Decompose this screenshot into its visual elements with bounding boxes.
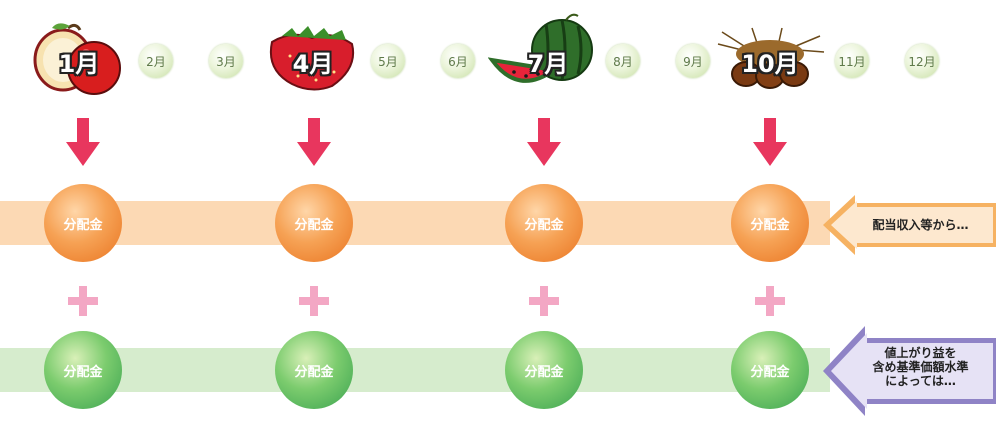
month-10: 10月: [741, 50, 799, 78]
month-6: 6月: [441, 44, 475, 78]
bottom-source-label-line2: 含め基準価額水準: [872, 360, 969, 374]
distribution-coin-green: 分配金: [505, 331, 583, 409]
bottom-source-label-line3: によっては…: [885, 374, 956, 388]
distribution-coin-orange: 分配金: [731, 184, 809, 262]
distribution-coin-green: 分配金: [275, 331, 353, 409]
month-7: 7月: [527, 50, 569, 78]
month-8: 8月: [606, 44, 640, 78]
plus-icon: [299, 286, 329, 316]
down-arrow-icon: [753, 118, 787, 166]
green-band: [0, 348, 830, 392]
apple-icon: [33, 23, 121, 95]
distribution-coin-orange: 分配金: [44, 184, 122, 262]
chestnut-icon: [717, 27, 825, 89]
month-2: 2月: [139, 44, 173, 78]
plus-icon: [529, 286, 559, 316]
plus-icon: [68, 286, 98, 316]
month-12: 12月: [905, 44, 939, 78]
down-arrow-icon: [527, 118, 561, 166]
down-arrow-icon: [297, 118, 331, 166]
distribution-coin-green: 分配金: [731, 331, 809, 409]
distribution-coin-orange: 分配金: [505, 184, 583, 262]
bottom-source-label-line1: 値上がり益を: [884, 346, 957, 360]
watermelon-icon: [488, 13, 593, 83]
orange-band: [0, 201, 830, 245]
plus-icon: [755, 286, 785, 316]
top-source-label: 配当収入等から…: [872, 218, 969, 232]
distribution-coin-orange: 分配金: [275, 184, 353, 262]
month-3: 3月: [209, 44, 243, 78]
bottom-source-label: 値上がり益を 含め基準価額水準 によっては…: [848, 346, 993, 388]
down-arrow-icon: [66, 118, 100, 166]
month-4: 4月: [292, 50, 334, 78]
month-11: 11月: [835, 44, 869, 78]
month-9: 9月: [676, 44, 710, 78]
distribution-coin-green: 分配金: [44, 331, 122, 409]
left-arrow-orange-icon: [823, 195, 996, 255]
left-arrow-purple-icon: [823, 326, 996, 416]
strawberry-icon: [270, 26, 354, 91]
month-1: 1月: [58, 50, 100, 78]
month-5: 5月: [371, 44, 405, 78]
